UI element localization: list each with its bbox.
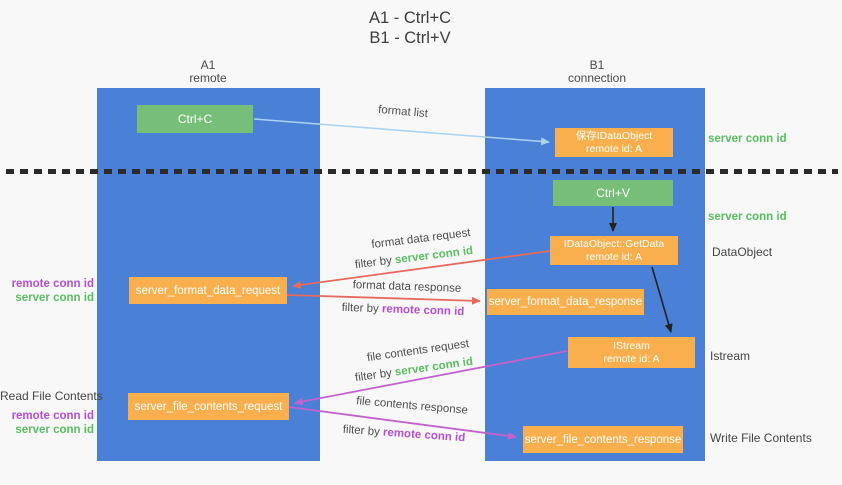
server-conn-id-left-1: server conn id — [15, 292, 94, 304]
filter-by-text: filter by — [354, 254, 393, 272]
write-file-contents-label: Write File Contents — [710, 431, 812, 445]
server-file-contents-response-box: server_file_contents_response — [523, 426, 683, 453]
column-b1-id: B1 — [589, 58, 605, 72]
server-conn-id-right-top: server conn id — [708, 133, 787, 145]
getdata-line1: IDataObject::GetData — [563, 237, 665, 250]
ctrl-v-label: Ctrl+V — [596, 186, 630, 200]
dotted-divider — [6, 169, 838, 174]
title-line-2: B1 - Ctrl+V — [369, 29, 451, 47]
column-a1-id: A1 — [200, 58, 216, 72]
server-file-contents-request-box: server_file_contents_request — [128, 393, 289, 420]
read-file-contents-label: Read File Contents — [0, 389, 103, 403]
file-contents-response-label: file contents response — [355, 395, 469, 417]
diagram-title: A1 - Ctrl+C B1 - Ctrl+V — [300, 8, 520, 48]
format-data-response-label: format data response — [352, 279, 462, 295]
server-format-data-request-box: server_format_data_request — [129, 277, 287, 304]
server-conn-id-text: server conn id — [394, 355, 474, 379]
server-conn-id-left-2: server conn id — [15, 424, 94, 436]
save-idataobject-box: 保存IDataObject remote id: A — [555, 128, 673, 157]
server-format-data-response-label: server_format_data_response — [488, 296, 643, 308]
save-idataobject-line1: 保存IDataObject — [575, 129, 653, 142]
server-format-data-request-label: server_format_data_request — [135, 284, 281, 297]
server-format-data-response-box: server_format_data_response — [487, 289, 644, 315]
istream-side-label: Istream — [710, 349, 751, 363]
remote-conn-id-left-1: remote conn id — [11, 278, 94, 290]
filter-by-text: filter by — [341, 301, 379, 316]
remote-conn-id-left-2: remote conn id — [11, 410, 94, 422]
getdata-line2: remote id: A — [585, 250, 643, 263]
title-line-1: A1 - Ctrl+C — [368, 9, 452, 27]
remote-conn-id-text: remote conn id — [381, 303, 465, 319]
remote-conn-id-text: remote conn id — [382, 426, 466, 445]
ctrl-v-box: Ctrl+V — [553, 180, 673, 206]
dataobject-label: DataObject — [712, 245, 773, 259]
save-idataobject-line2: remote id: A — [585, 142, 643, 155]
filter-by-remote-conn-id-label-1: filter by remote conn id — [341, 302, 464, 318]
server-conn-id-text: server conn id — [394, 244, 474, 267]
column-header-a1: A1 remote — [138, 59, 278, 85]
column-a1-label: remote — [189, 71, 227, 85]
idataobject-getdata-box: IDataObject::GetData remote id: A — [550, 236, 678, 265]
filter-by-text: filter by — [354, 367, 393, 385]
server-file-contents-request-label: server_file_contents_request — [134, 400, 283, 413]
ctrl-c-label: Ctrl+C — [177, 112, 213, 126]
istream-box: IStream remote id: A — [568, 337, 695, 368]
istream-line2: remote id: A — [603, 352, 660, 365]
filter-by-text: filter by — [342, 423, 381, 439]
ctrl-c-box: Ctrl+C — [137, 105, 253, 133]
column-header-b1: B1 connection — [527, 59, 667, 85]
istream-line1: IStream — [613, 339, 650, 352]
server-conn-id-right-mid: server conn id — [708, 211, 787, 223]
server-file-contents-response-label: server_file_contents_response — [524, 433, 682, 446]
filter-by-remote-conn-id-label-2: filter by remote conn id — [342, 424, 465, 445]
column-b1-label: connection — [567, 71, 627, 85]
format-list-label: format list — [377, 103, 429, 121]
